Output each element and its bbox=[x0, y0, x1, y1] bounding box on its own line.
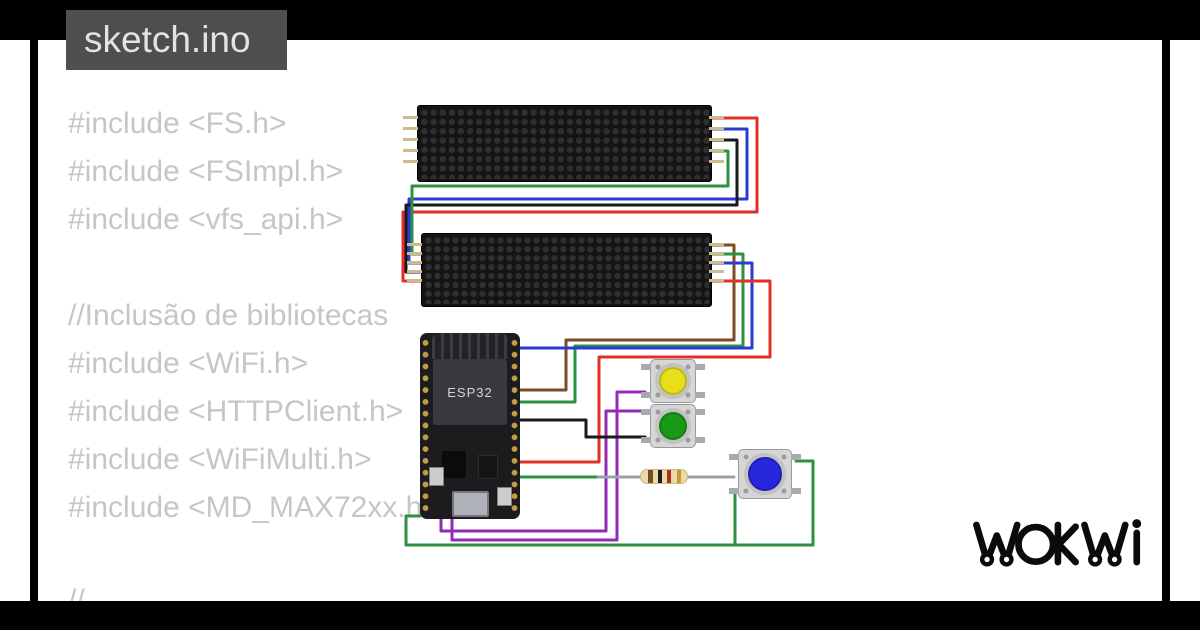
wire-ground-green[interactable] bbox=[404, 488, 737, 547]
logo-loop bbox=[1088, 552, 1103, 567]
code-line: #include <HTTPClient.h> bbox=[68, 395, 404, 428]
pushbutton-yellow[interactable] bbox=[641, 359, 705, 403]
right-border-rule bbox=[1162, 40, 1170, 601]
led-matrix-2-pins-right bbox=[709, 243, 724, 284]
led-matrix-1[interactable] bbox=[417, 105, 712, 182]
led-matrix-2-dots bbox=[424, 236, 709, 304]
led-matrix-1-pins-right bbox=[709, 116, 724, 167]
logo-letter-k bbox=[1054, 521, 1079, 566]
led-matrix-2-pins-left bbox=[407, 243, 422, 284]
wire-blue-button-green[interactable] bbox=[733, 459, 815, 547]
esp32-boot-button[interactable] bbox=[497, 487, 512, 506]
wokwi-logo bbox=[973, 519, 1142, 567]
wire-matrix2-blue[interactable] bbox=[514, 261, 754, 350]
esp32-antenna bbox=[432, 333, 508, 359]
code-line: #include <WiFiMulti.h> bbox=[68, 443, 372, 476]
code-line: //Inclusão de bibliotecas bbox=[68, 299, 389, 332]
pushbutton-yellow-cap[interactable] bbox=[655, 363, 691, 399]
esp32-usb-connector bbox=[452, 491, 489, 517]
pushbutton-green-cap[interactable] bbox=[655, 408, 691, 444]
bottom-bar bbox=[0, 601, 1200, 630]
led-matrix-2[interactable] bbox=[421, 233, 712, 307]
logo-letter-o bbox=[1015, 523, 1057, 565]
logo-loop bbox=[1107, 552, 1122, 567]
logo-i-dot bbox=[1132, 519, 1142, 528]
wire-matrix1-red[interactable] bbox=[401, 116, 759, 283]
logo-letter-w2 bbox=[1081, 521, 1129, 565]
esp32-pin-header-right bbox=[510, 337, 519, 515]
pushbutton-blue-cap[interactable] bbox=[744, 453, 786, 495]
wire-matrix2-brown[interactable] bbox=[514, 243, 736, 392]
code-line: #include <MD_MAX72xx.h> bbox=[68, 491, 440, 524]
wire-matrix2-red[interactable] bbox=[514, 279, 772, 464]
pushbutton-blue[interactable] bbox=[729, 449, 801, 499]
code-line: #include <FSImpl.h> bbox=[68, 155, 344, 188]
logo-letter-w1 bbox=[973, 521, 1021, 565]
esp32-chip bbox=[442, 451, 466, 478]
pushbutton-green[interactable] bbox=[641, 404, 705, 448]
esp32-en-button[interactable] bbox=[429, 467, 444, 486]
file-tab[interactable]: sketch.ino bbox=[66, 10, 287, 70]
esp32-module: ESP32 bbox=[433, 359, 507, 425]
code-line: #include <vfs_api.h> bbox=[68, 203, 344, 236]
left-border-rule bbox=[30, 40, 38, 601]
esp32-usb-uart-chip bbox=[478, 455, 498, 479]
logo-loop bbox=[979, 552, 995, 567]
file-tab-label: sketch.ino bbox=[84, 19, 251, 60]
esp32-pin-header-left bbox=[421, 337, 430, 515]
code-editor: #include <FS.h> #include <FSImpl.h> #inclu… bbox=[68, 100, 440, 532]
resistor[interactable] bbox=[640, 469, 688, 484]
wire-matrix2-green[interactable] bbox=[514, 252, 745, 404]
wire-green-button-purple[interactable] bbox=[439, 409, 647, 533]
led-matrix-1-dots bbox=[420, 108, 709, 179]
wire-green-button-black[interactable] bbox=[514, 418, 647, 439]
led-matrix-1-pins-left bbox=[403, 116, 418, 167]
code-line: #include <WiFi.h> bbox=[68, 347, 309, 380]
esp32-board[interactable]: ESP32 bbox=[420, 333, 520, 519]
code-line-partial: // bbox=[68, 584, 85, 601]
logo-loop bbox=[999, 552, 1014, 567]
wire-yellow-button-purple[interactable] bbox=[450, 390, 647, 542]
esp32-label: ESP32 bbox=[447, 384, 493, 400]
code-line: #include <FS.h> bbox=[68, 107, 287, 140]
